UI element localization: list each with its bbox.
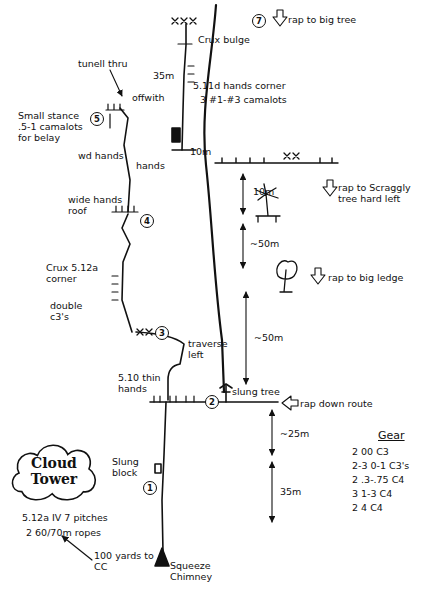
slung-block [155, 464, 161, 473]
squeeze-chimney [155, 548, 169, 566]
topo-note: 2-3 0-1 C3's [352, 460, 409, 471]
topo-note: 2 00 C3 [352, 446, 389, 457]
rap-arrow [273, 10, 287, 26]
topo-note: wd hands [78, 150, 124, 161]
pitch-number: 1 [143, 481, 157, 495]
topo-note: Squeeze Chimney [170, 560, 222, 582]
dimension-arrow [245, 292, 246, 384]
topo-note: Crux bulge [198, 34, 250, 45]
dimension-arrow [271, 410, 272, 455]
topo-note: 5.12a IV 7 pitches [22, 512, 108, 523]
topo-note: Crux 5.12a corner [46, 262, 104, 284]
rap-arrow [311, 268, 325, 284]
topo-note: rap to Scraggly tree hard left [338, 182, 430, 204]
ledge-ticks [154, 396, 194, 402]
bolt-marks [137, 329, 152, 335]
big-tree [277, 261, 297, 292]
topo-note: tunell thru [78, 58, 128, 69]
crack-ticks [178, 44, 194, 82]
topo-note: 2 .3-.75 C4 [352, 474, 404, 485]
roof-ticks [112, 206, 138, 212]
topo-note: Slung block [112, 456, 152, 478]
topo-note: 3 1-3 C4 [352, 488, 392, 499]
route-name: Cloud Tower [8, 455, 100, 487]
topo-note: traverse left [188, 338, 222, 360]
pitch-number-text: 4 [144, 216, 150, 226]
tunnel-arrow [110, 70, 122, 96]
topo-note: double c3's [50, 300, 98, 322]
dimension-arrow [271, 462, 272, 522]
topo-note: 35m [153, 70, 174, 81]
topo-note: ~50m [250, 238, 279, 249]
dimension-arrow [242, 224, 243, 268]
rap-arrow [323, 180, 337, 196]
crux-corner [112, 276, 118, 300]
pitch-number-text: 1 [147, 483, 153, 493]
topo-note: 2 4 C4 [352, 502, 383, 513]
pitch-number-text: 7 [256, 16, 262, 26]
topo-note: 2 60/70m ropes [26, 527, 101, 538]
topo-note: hands [136, 160, 165, 171]
belay-block [172, 128, 180, 142]
topo-note: slung tree [232, 386, 280, 397]
topo-note: rap down route [300, 398, 373, 409]
pitch-number: 2 [205, 395, 219, 409]
topo-note: rap to big tree [288, 14, 356, 25]
topo-note: 100 yards to CC [94, 550, 164, 572]
topo-note: Small stance .5-1 camalots for belay [18, 110, 90, 143]
topo-note: 5.11d hands corner [193, 80, 286, 91]
dimension-arrow [242, 174, 243, 214]
rap-arrow [282, 396, 298, 410]
topo-note: 10m [253, 186, 274, 197]
pitch-number-text: 2 [209, 397, 215, 407]
topo-note: 35m [280, 486, 301, 497]
belay-stance [106, 104, 124, 128]
topo-note: ~50m [254, 332, 283, 343]
topo-note: Gear [378, 430, 405, 441]
pitch-number-text: 5 [94, 114, 100, 124]
approach-arrow [62, 536, 92, 560]
pitch-number: 7 [252, 14, 266, 28]
topo-note: 3 #1-#3 camalots [200, 94, 287, 105]
rap-bolts [284, 153, 299, 159]
pitch-number: 4 [140, 214, 154, 228]
tower-edge [204, 5, 224, 392]
route-line [162, 402, 166, 552]
topo-note: wide hands roof [68, 194, 130, 216]
rap-ledge [215, 158, 338, 163]
bolt-marks [172, 18, 196, 24]
title-cloud: Cloud Tower [8, 440, 100, 502]
topo-note: offwith [132, 92, 165, 103]
pitch-number: 3 [155, 326, 169, 340]
route-line [122, 214, 132, 332]
pitch-number-text: 3 [159, 328, 165, 338]
slung-tree [220, 384, 232, 402]
topo-note: 5.10 thin hands [118, 372, 164, 394]
route-line [182, 24, 186, 150]
topo-note: 10m [190, 146, 211, 157]
topo-note: ~25m [280, 428, 309, 439]
pitch-number: 5 [90, 112, 104, 126]
topo-note: rap to big ledge [328, 272, 428, 283]
